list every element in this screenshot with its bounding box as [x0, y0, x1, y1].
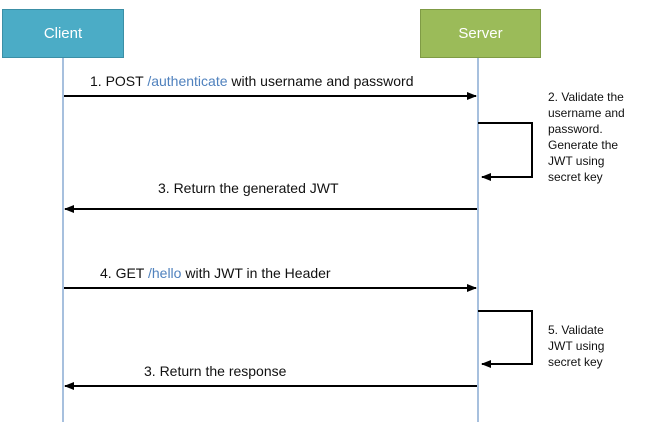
message-get-hello-prefix: 4. GET — [100, 265, 148, 281]
message-get-hello-path: /hello — [147, 265, 182, 281]
message-get-hello-suffix: with JWT in the Header — [181, 265, 331, 281]
server-actor-box: Server — [420, 9, 541, 58]
message-return-jwt: 3. Return the generated JWT — [158, 180, 339, 196]
self-loop-validate-jwt — [478, 310, 533, 368]
note-validate-jwt: 5. Validate JWT using secret key — [548, 323, 605, 369]
message-return-response: 3. Return the response — [144, 363, 287, 379]
message-get-hello: 4. GET /hello with JWT in the Header — [100, 265, 331, 281]
server-label: Server — [458, 25, 503, 42]
message-authenticate: 1. POST /authenticate with username and … — [90, 73, 414, 89]
self-loop-validate-credentials — [478, 122, 533, 181]
message-authenticate-prefix: 1. POST — [90, 73, 148, 89]
message-authenticate-path: /authenticate — [147, 73, 228, 89]
client-label: Client — [43, 25, 83, 42]
note-validate-credentials: 2. Validate the username and password. G… — [548, 90, 625, 184]
client-actor-box: Client — [2, 9, 124, 58]
message-authenticate-suffix: with username and password — [227, 73, 414, 89]
